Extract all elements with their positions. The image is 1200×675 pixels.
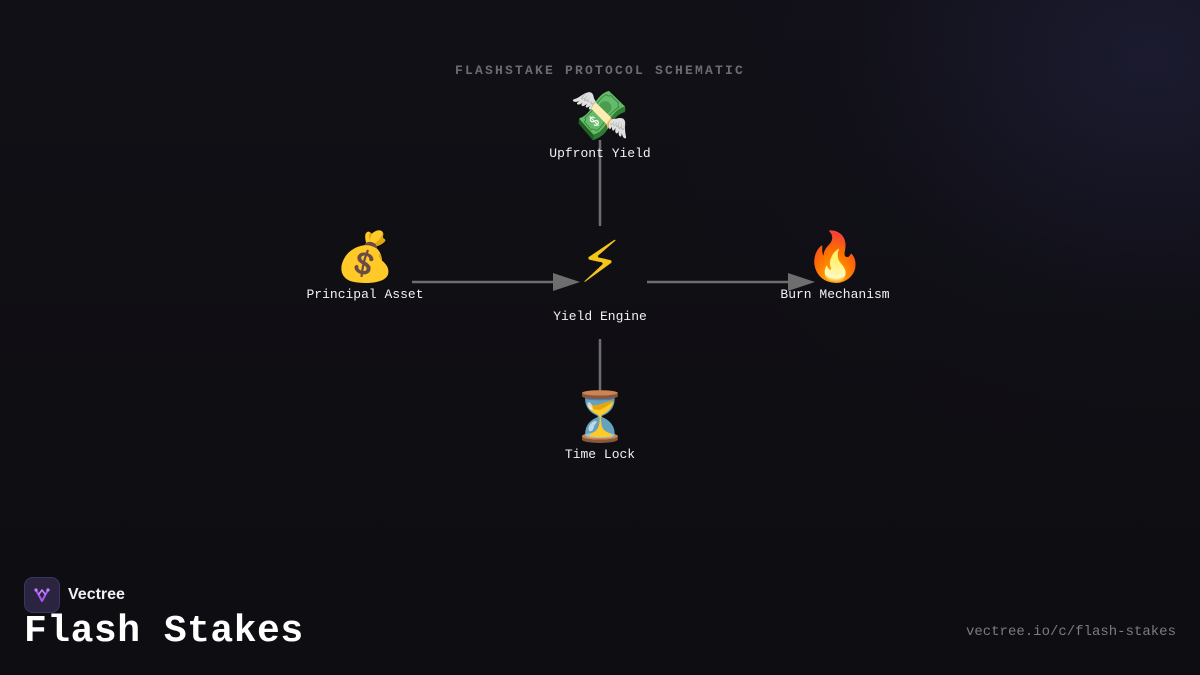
brand[interactable]: Vectree [24,577,125,613]
node-time-lock: ⏳ Time Lock [500,389,700,462]
node-burn-mechanism: 🔥 Burn Mechanism [735,229,935,302]
node-yield-engine: ⚡ Yield Engine [500,229,700,324]
diagram-title: FLASHSTAKE PROTOCOL SCHEMATIC [454,63,746,78]
fire-icon: 🔥 [805,229,865,285]
money-bag-icon: 💰 [335,229,395,285]
node-label: Principal Asset [306,287,424,302]
hourglass-icon: ⏳ [570,389,630,445]
node-principal-asset: 💰 Principal Asset [265,229,465,302]
page-url[interactable]: vectree.io/c/flash-stakes [965,624,1176,640]
arrowhead-principal-engine [553,273,580,291]
money-with-wings-icon: 💸 [570,88,630,144]
page-title: Flash Stakes [24,610,304,653]
lightning-bolt-icon: ⚡ [579,228,621,296]
arrowhead-engine-burn [788,273,815,291]
node-upfront-yield: 💸 Upfront Yield [500,88,700,161]
node-label: Time Lock [564,447,636,462]
brand-name: Vectree [68,586,125,603]
node-label: Burn Mechanism [780,287,890,302]
node-label: Yield Engine [553,309,647,324]
node-label: Upfront Yield [549,146,651,161]
vectree-logo-icon [24,577,60,613]
